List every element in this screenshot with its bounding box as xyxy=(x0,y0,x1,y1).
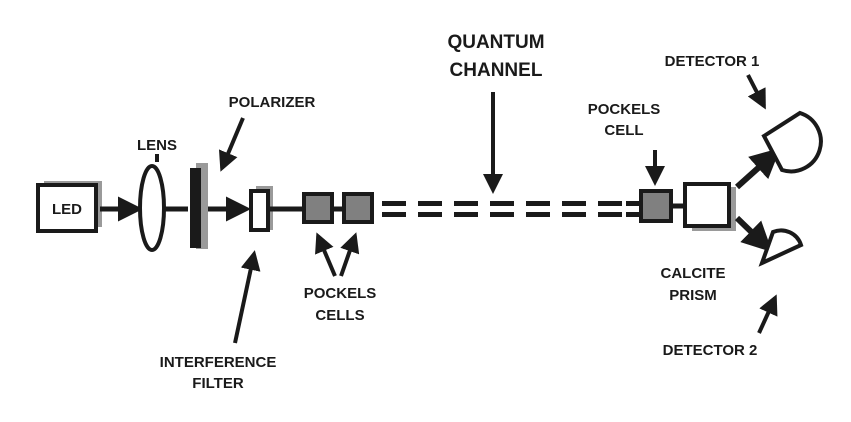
calcite-prism-label-line2: PRISM xyxy=(669,287,717,304)
lens xyxy=(138,164,166,252)
pointer-arrows xyxy=(155,74,778,344)
pockels-cells-label-line1: POCKELS xyxy=(304,285,377,302)
pockels-cell-label-line2: CELL xyxy=(604,122,643,139)
interference-filter-label-line2: FILTER xyxy=(192,375,244,392)
detector-1 xyxy=(761,110,823,174)
led-box: LED xyxy=(36,181,102,233)
led-label: LED xyxy=(52,201,82,218)
pockels-cell-receiver xyxy=(639,189,673,223)
beam-prism-detector-2 xyxy=(734,215,773,253)
detector-1-label: DETECTOR 1 xyxy=(665,53,760,70)
interference-filter xyxy=(249,186,273,232)
polarizer-pointer-arrow xyxy=(218,117,245,172)
polarizer-label: POLARIZER xyxy=(229,94,316,111)
calcite-prism xyxy=(683,182,736,231)
interference-filter-pointer-arrow xyxy=(233,250,261,344)
detector-2-label: DETECTOR 2 xyxy=(663,342,758,359)
quantum-channel-label-line1: QUANTUM xyxy=(447,32,544,53)
pockels-cell-label-line1: POCKELS xyxy=(588,101,661,118)
pockels-cell-2 xyxy=(342,192,374,224)
detector-2 xyxy=(758,228,804,267)
pockels-cells-label-line2: CELLS xyxy=(315,307,364,324)
lens-label: LENS xyxy=(137,137,177,154)
quantum-channel-line xyxy=(382,201,640,217)
pockels-cells-pointer-arrow-2 xyxy=(339,232,360,277)
detector-2-pointer-arrow xyxy=(757,294,778,334)
pockels-cells-pointer-arrow-1 xyxy=(315,232,337,277)
polarizer xyxy=(190,163,208,249)
pockels-cell-1 xyxy=(302,192,334,224)
beam-prism-detector-1 xyxy=(734,147,781,190)
calcite-prism-label-line1: CALCITE xyxy=(661,265,726,282)
quantum-channel-label-line2: CHANNEL xyxy=(450,60,543,81)
detector-1-pointer-arrow xyxy=(746,74,766,110)
interference-filter-label-line1: INTERFERENCE xyxy=(160,354,277,371)
